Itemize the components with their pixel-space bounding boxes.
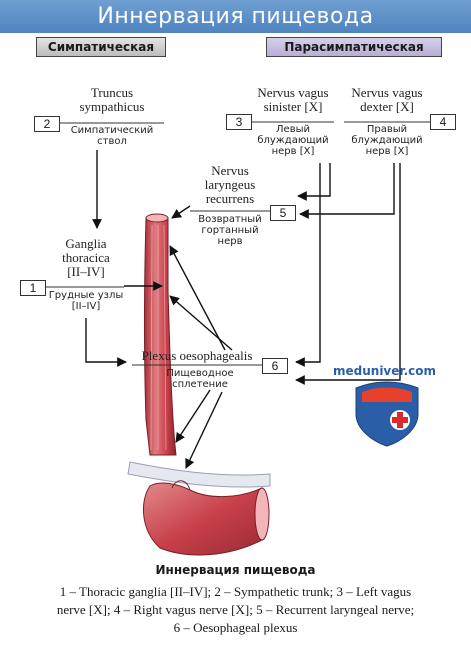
laryngeus-latin: Nervus laryngeus recurrens: [204, 163, 256, 206]
label-1-box: 1: [20, 280, 46, 296]
vagus-dexter-latin: Nervus vagus dexter [X]: [351, 85, 423, 114]
parasympathetic-header: Парасимпатическая: [266, 37, 442, 57]
title-bar: Иннервация пищевода: [0, 0, 471, 33]
ganglia-latin: Ganglia thoracica [II–IV]: [62, 236, 110, 279]
stomach: [142, 482, 268, 556]
esophagus: [144, 217, 177, 456]
label-2-box: 2: [34, 116, 60, 132]
vagus-sinister-russian: Левый блуждающий нерв [X]: [257, 124, 329, 157]
shield-icon: [355, 381, 419, 447]
truncus-russian: Симпатический ствол: [70, 125, 154, 147]
brand-watermark: meduniver.com: [333, 364, 437, 378]
label-3-box: 3: [226, 114, 252, 130]
plexus-russian: Пищеводное сплетение: [166, 368, 234, 390]
page-title: Иннервация пищевода: [97, 4, 374, 29]
ganglia-russian: Грудные узлы [II–IV]: [48, 290, 124, 312]
diaphragm: [127, 461, 271, 488]
label-6-box: 6: [262, 358, 288, 374]
laryngeus-russian: Возвратный гортанный нерв: [198, 214, 262, 247]
caption-text: 1 – Thoracic ganglia [II–IV]; 2 – Sympat…: [56, 584, 415, 635]
plexus-latin: Plexus oesophagealis: [141, 348, 253, 363]
label-5-box: 5: [270, 205, 296, 221]
caption-title: Иннервация пищевода: [155, 563, 316, 577]
sympathetic-header: Симпатическая: [36, 37, 166, 57]
esophagus-opening: [145, 213, 169, 223]
stomach-cut: [254, 487, 270, 541]
truncus-latin: Truncus sympathicus: [79, 85, 145, 114]
vagus-sinister-latin: Nervus vagus sinister [X]: [257, 85, 329, 114]
label-4-box: 4: [430, 114, 456, 130]
vagus-dexter-russian: Правый блуждающий нерв [X]: [351, 124, 423, 157]
